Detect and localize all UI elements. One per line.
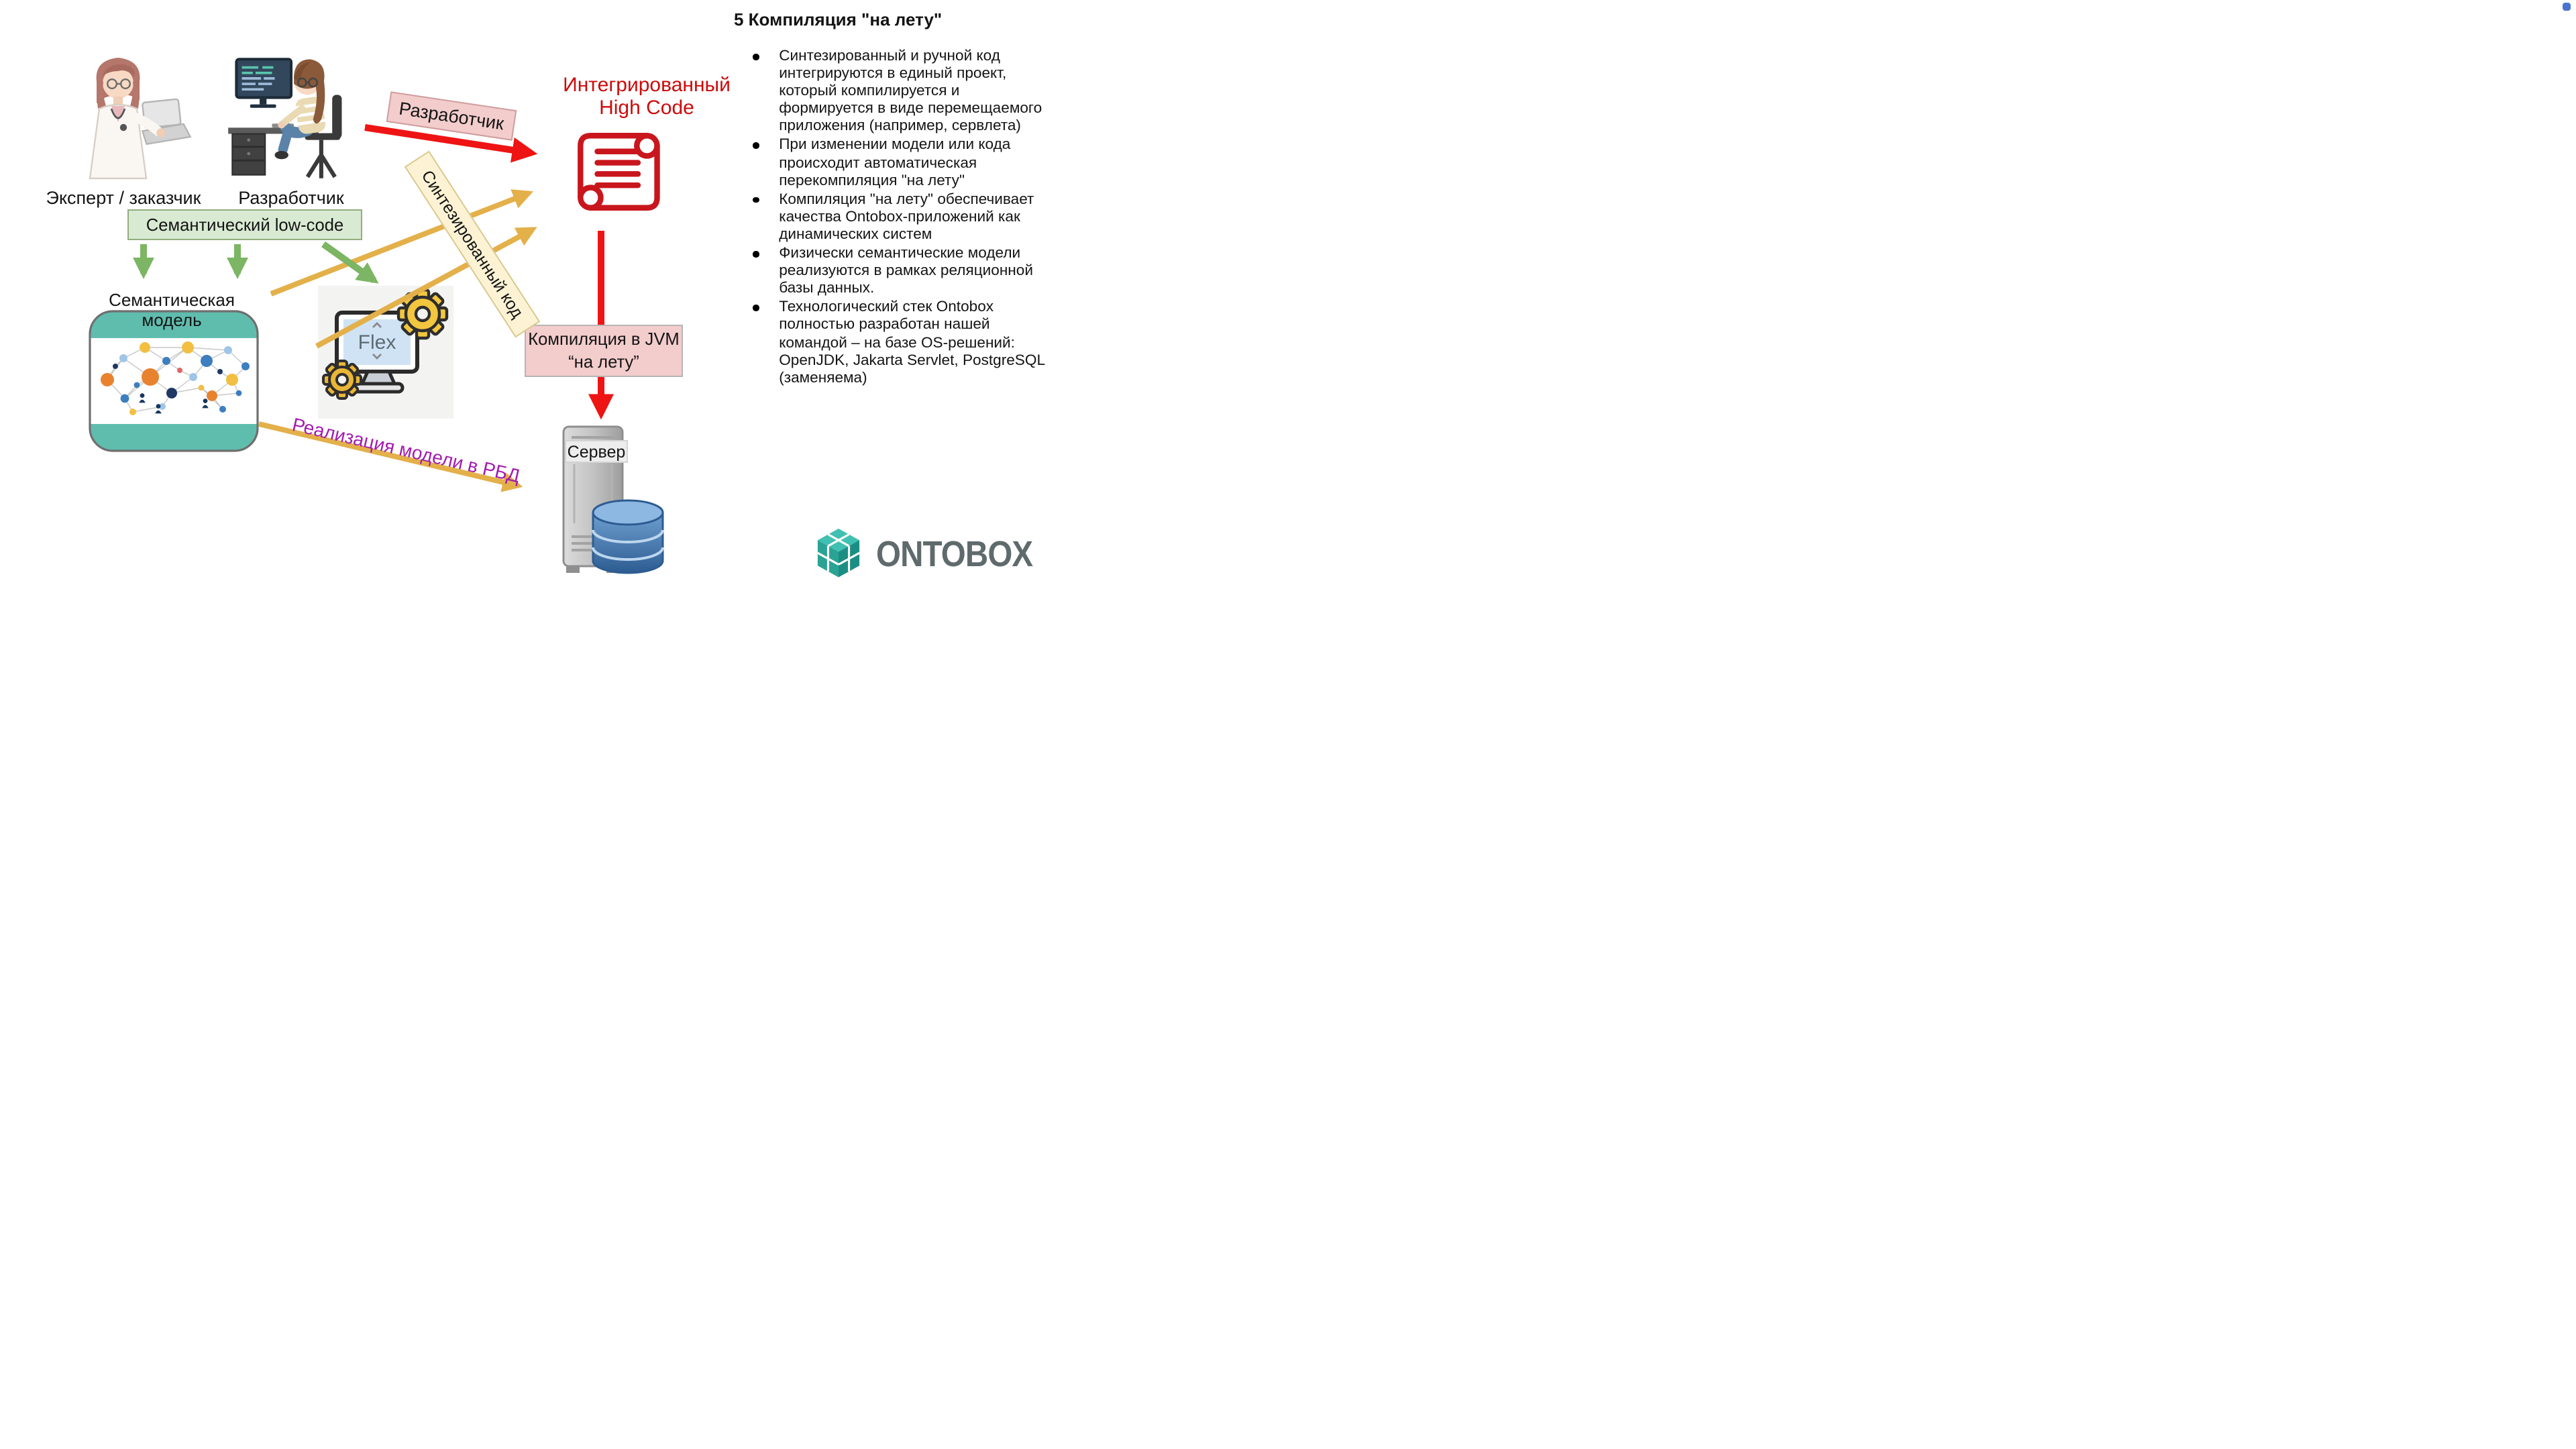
ontobox-logo: ONTOBOX	[813, 523, 1054, 585]
teal-band-top	[90, 311, 258, 338]
panel-title: 5 Компиляция "на лету"	[734, 9, 943, 30]
gear-small-icon	[322, 360, 362, 400]
corner-dot	[2563, 3, 2571, 11]
scroll-icon	[578, 133, 660, 211]
semantic-lowcode-box: Семантический low-code	[127, 209, 362, 240]
bullet-icon	[753, 197, 759, 203]
bullet-item: Синтезированный и ручной код интегрируют…	[734, 48, 1056, 136]
arrow-label-developer: Разработчик	[386, 91, 517, 141]
bullet-icon	[753, 54, 759, 60]
bullet-text: Технологический стек Ontobox полностью р…	[779, 299, 1045, 386]
bullet-icon	[753, 142, 759, 150]
expert-caption: Эксперт / заказчик	[46, 188, 201, 208]
semantic-model-image	[89, 310, 259, 452]
people-markers	[139, 393, 209, 414]
bullet-item: Компиляция "на лету" обеспечивает качест…	[734, 192, 1056, 245]
semantic-model-caption: Семантическая модель	[109, 290, 235, 330]
bullet-text: При изменении модели или кода происходит…	[779, 137, 1011, 189]
bullet-text: Физически семантические модели реализуют…	[779, 246, 1033, 297]
database-icon	[592, 499, 664, 574]
developer-illustration	[228, 58, 342, 178]
teal-band-bottom	[90, 424, 258, 451]
bullet-item: Физически семантические модели реализуют…	[734, 246, 1056, 299]
flex-monitor-icon: Flex	[318, 286, 453, 419]
arrow-label-model-to-rdb: Реализация модели в РБД	[290, 413, 523, 487]
flex-label: Flex	[358, 331, 396, 354]
text-panel: 5 Компиляция "на лету" Синтезированный и…	[734, 9, 1056, 389]
expert-illustration	[89, 58, 192, 180]
integrated-highcode-caption: Интегрированный High Code	[563, 74, 731, 120]
arrow-lowcode-to-flex	[321, 241, 379, 284]
developer-caption: Разработчик	[238, 188, 344, 208]
bullet-item: При изменении модели или кода происходит…	[734, 138, 1056, 191]
bullet-item: Технологический стек Ontobox полностью р…	[734, 300, 1056, 388]
ontobox-wordmark: ONTOBOX	[876, 533, 1033, 574]
ontobox-logo-icon	[817, 529, 860, 578]
bullet-icon	[753, 251, 759, 258]
bullet-text: Синтезированный и ручной код интегрируют…	[779, 48, 1042, 135]
bullet-icon	[753, 305, 759, 311]
graph-nodes	[101, 341, 250, 415]
bullet-text: Компиляция "на лету" обеспечивает качест…	[779, 191, 1034, 243]
server-caption: Сервер	[565, 440, 628, 463]
gear-large-icon	[396, 288, 449, 340]
jvm-compile-box: Компиляция в JVM “на лету”	[525, 325, 683, 377]
